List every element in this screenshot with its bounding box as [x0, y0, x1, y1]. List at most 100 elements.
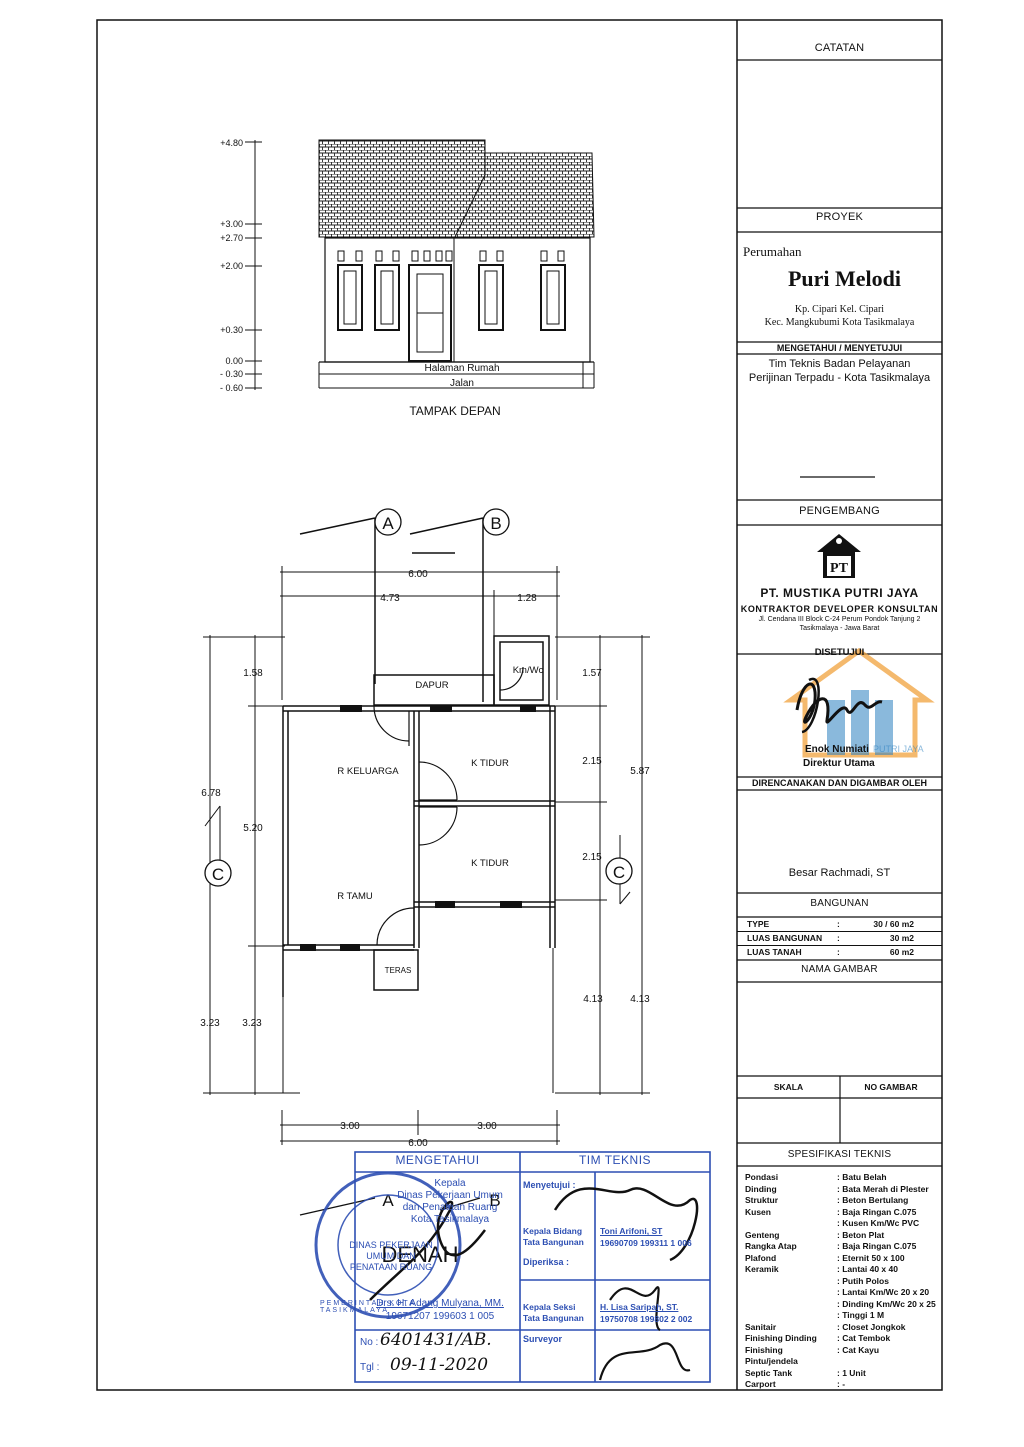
- spec-key: Dinding: [745, 1183, 777, 1194]
- signer-name: Enok Numiati: [805, 744, 869, 755]
- seal-inner-text: DINAS PEKERJAAN UMUM DAN PENATAAN RUANG: [349, 1240, 433, 1272]
- skala-header: SKALA: [773, 1082, 804, 1092]
- spec-row: Lantai Km/Wc 20 x 20: [737, 1287, 942, 1299]
- spec-value: Baja Ringan C.075: [837, 1207, 942, 1219]
- spec-value: Lantai Km/Wc 20 x 20: [837, 1287, 942, 1299]
- spec-row: Kusen Baja Ringan C.075: [737, 1207, 942, 1219]
- spec-key: [737, 1218, 837, 1230]
- spec-key: Finishing Pintu/jendela: [745, 1344, 798, 1367]
- spec-value: Tinggi 1 M: [837, 1310, 942, 1322]
- stamp-tgl-value: 09-11-2020: [390, 1355, 489, 1375]
- spec-key: Finishing Dinding: [745, 1333, 817, 1343]
- stamp-signer: Drs. H. Adang Mulyana, MM.: [376, 1298, 504, 1309]
- spec-row: Finishing Pintu/jendela Cat Kayu: [737, 1345, 942, 1368]
- section-marker-label: A: [382, 514, 394, 533]
- tim-teknis-line-1: Tim Teknis Badan Pelayanan: [768, 358, 911, 370]
- stamp-line-1: Kepala: [434, 1178, 466, 1189]
- dimension-label: 2.15: [582, 852, 602, 863]
- section-marker-label: C: [613, 863, 625, 882]
- spec-value: Cat Tembok: [837, 1333, 942, 1345]
- dimension-label: 1.28: [517, 593, 537, 604]
- level-label: +3.00: [220, 219, 243, 229]
- spec-value: Closet Jongkok: [837, 1322, 942, 1334]
- stamp-nip: 19671207 199603 1 005: [385, 1311, 495, 1322]
- level-label: +4.80: [220, 138, 243, 148]
- spec-row: PondasiBatu Belah: [737, 1172, 942, 1184]
- section-marker-label: B: [489, 1191, 500, 1210]
- dimension-label: 5.87: [630, 766, 650, 777]
- window: [337, 264, 363, 331]
- dimension-label: 4.13: [583, 994, 603, 1005]
- spec-key: Keramik: [745, 1264, 779, 1274]
- stamp-surveyor: Surveyor: [523, 1334, 563, 1344]
- spec-key: Carport: [745, 1379, 776, 1389]
- section-marker-b: [482, 508, 510, 536]
- dimension-label: 3.00: [340, 1121, 360, 1132]
- spec-key: Genteng: [745, 1229, 780, 1240]
- dimension-label: 2.15: [582, 756, 602, 767]
- dimension-label: 3.23: [200, 1018, 220, 1029]
- bangunan-table: TYPE : 30 / 60 m2 LUAS BANGUNAN : 30 m2 …: [737, 918, 942, 959]
- stamp-kabid-name: Toni Arifoni, ST: [600, 1226, 663, 1236]
- catatan-header: CATATAN: [814, 42, 865, 54]
- disetujui-header: DISETUJUI: [814, 647, 865, 658]
- section-marker-c: [204, 859, 232, 887]
- company-logo-icon: PT: [817, 534, 861, 578]
- seal-icon: [314, 1171, 462, 1319]
- signer-title: Direktur Utama: [803, 758, 875, 769]
- spec-key: [737, 1299, 837, 1311]
- side-roof: [454, 152, 595, 238]
- spec-row: Sanitair Closet Jongkok: [737, 1322, 942, 1334]
- spec-key: Septic Tank: [745, 1367, 793, 1378]
- project-address-2: Kec. Mangkubumi Kota Tasikmalaya: [764, 317, 915, 328]
- dimension-label: 1.57: [582, 668, 602, 679]
- level-label: - 0.60: [220, 383, 243, 393]
- spec-key: [737, 1276, 837, 1288]
- spec-value: Cat Kayu: [837, 1345, 942, 1368]
- room-label-bedroom: K TIDUR: [471, 758, 509, 769]
- spec-row: Putih Polos: [737, 1276, 942, 1288]
- signature-icon: [795, 677, 883, 734]
- spec-key: Kusen: [745, 1206, 771, 1217]
- terrace-outline: [373, 949, 419, 991]
- sheet-frame: [96, 19, 943, 1391]
- room-label-living-room: R TAMU: [337, 891, 373, 902]
- room-label-family-room: R KELUARGA: [337, 766, 399, 777]
- window: [374, 264, 400, 331]
- level-label: +2.70: [220, 233, 243, 243]
- level-label: +0.30: [220, 325, 243, 335]
- bangunan-header: BANGUNAN: [810, 898, 869, 909]
- company-address-1: Jl. Cendana III Block C-24 Perum Pondok …: [758, 616, 921, 623]
- room-label-bathroom: Km/Wc: [513, 665, 544, 676]
- stamp-line-4: Kota Tasikmalaya: [410, 1214, 490, 1225]
- spec-row: Carport -: [737, 1379, 942, 1391]
- window: [478, 264, 504, 331]
- dimension-label: 1.58: [243, 668, 263, 679]
- nama-gambar-header: NAMA GAMBAR: [801, 964, 878, 975]
- proyek-header: PROYEK: [815, 211, 864, 223]
- spec-row: Dinding Km/Wc 20 x 25: [737, 1299, 942, 1311]
- stamp-tim-teknis: TIM TEKNIS: [578, 1153, 652, 1167]
- company-tagline: KONTRAKTOR DEVELOPER KONSULTAN: [740, 604, 939, 614]
- spec-key: [737, 1310, 837, 1322]
- spec-value: Dinding Km/Wc 20 x 25: [837, 1299, 942, 1311]
- stamp-menyetujui: Menyetujui :: [523, 1180, 576, 1190]
- spec-row: Finishing Dinding Cat Tembok: [737, 1333, 942, 1345]
- bangunan-row: LUAS TANAH : 60 m2: [747, 947, 914, 957]
- stamp-kabid-nip: 19690709 199311 1 006: [600, 1238, 692, 1248]
- spec-value: Lantai 40 x 40: [837, 1264, 942, 1276]
- company-name: PT. MUSTIKA PUTRI JAYA: [760, 586, 919, 600]
- spesifikasi-header: SPESIFIKASI TEKNIS: [787, 1149, 892, 1160]
- stamp-mengetahui: MENGETAHUI: [395, 1153, 480, 1167]
- spec-key: Sanitair: [745, 1321, 777, 1332]
- spec-key: Rangka Atap: [745, 1241, 797, 1251]
- spec-row: Keramik Lantai 40 x 40: [737, 1264, 942, 1276]
- dimension-label: 4.13: [630, 994, 650, 1005]
- spec-row: StrukturBeton Bertulang: [737, 1195, 942, 1207]
- ground-label-road: Jalan: [450, 378, 474, 389]
- section-marker-label: B: [490, 514, 501, 533]
- spec-value: -: [837, 1379, 942, 1391]
- stamp-no-value: 6401431/AB.: [380, 1330, 492, 1350]
- main-roof: [318, 139, 486, 238]
